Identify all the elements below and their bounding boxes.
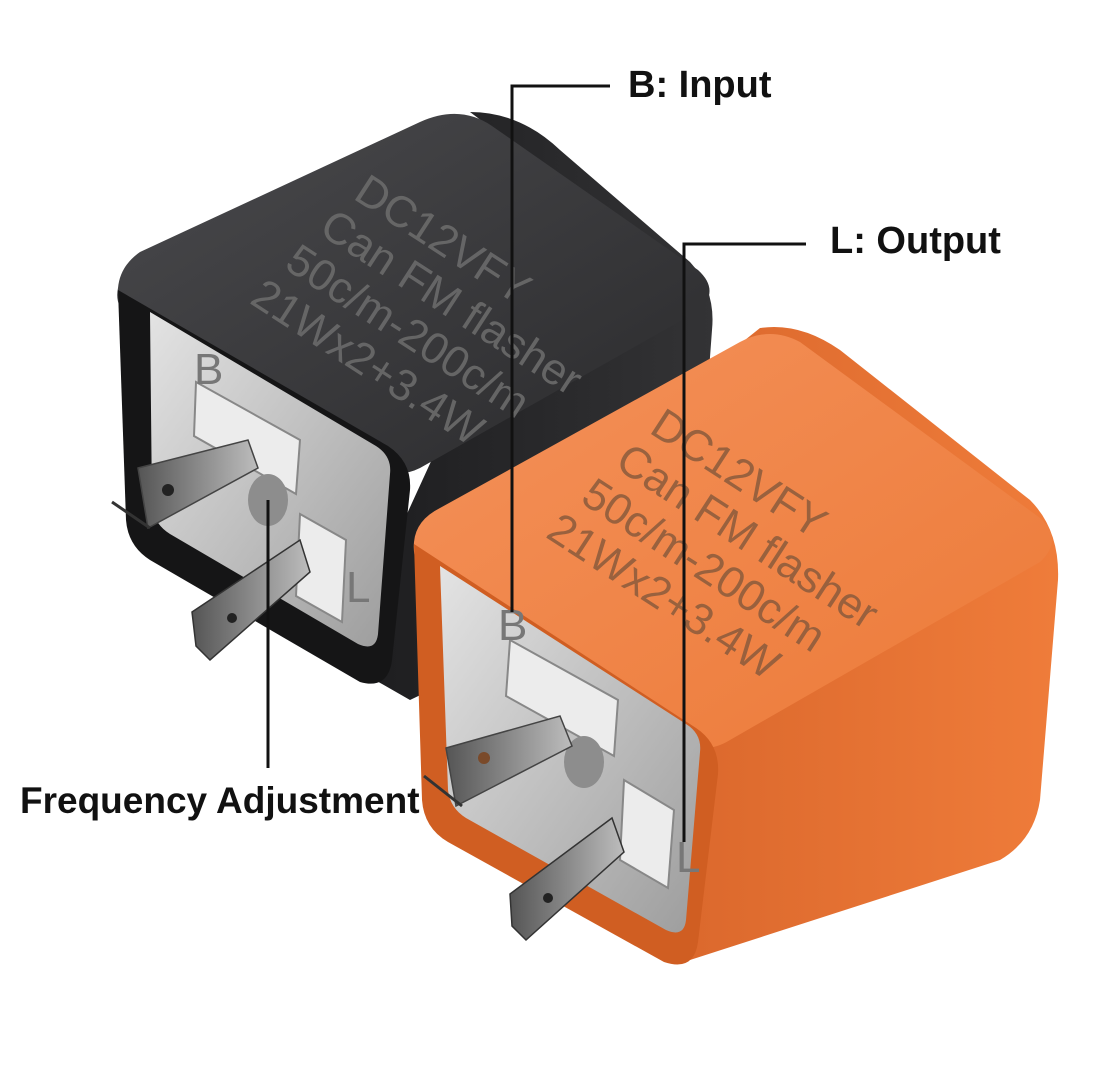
orange-pin-l-hole [543,893,553,903]
orange-flasher-relay: B L DC12VFY Can FM flasher 50c/m-200c/m … [413,326,1059,965]
orange-socket [504,638,620,758]
black-pin-l-hole [227,613,237,623]
black-pin-hole [162,484,174,496]
black-pin-b-mark: B [194,345,223,394]
orange-pin-hole [478,752,490,764]
output-callout-label: L: Output [830,220,1001,262]
orange-pin-b [445,715,573,808]
orange-top-face [413,334,1052,748]
frequency-adjustment-callout-label: Frequency Adjustment [20,780,420,821]
leader-line-input [510,84,610,612]
orange-pin-l-mark: L [676,833,700,882]
orange-pin-edge [423,774,463,808]
leader-line-output [682,242,806,842]
orange-pin-l [509,816,625,942]
black-socket [192,380,302,496]
black-engraving: DC12VFY Can FM flasher 50c/m-200c/m 21Wx… [243,165,591,455]
black-pin-b [137,439,259,530]
black-pin-l [191,538,311,662]
black-pin-edge [111,500,151,530]
leader-lines [266,84,806,842]
orange-frequency-knob [564,736,604,788]
input-callout-label: B: Input [628,64,772,106]
black-pin-l-mark: L [346,563,370,612]
orange-socket-lower [618,778,676,890]
